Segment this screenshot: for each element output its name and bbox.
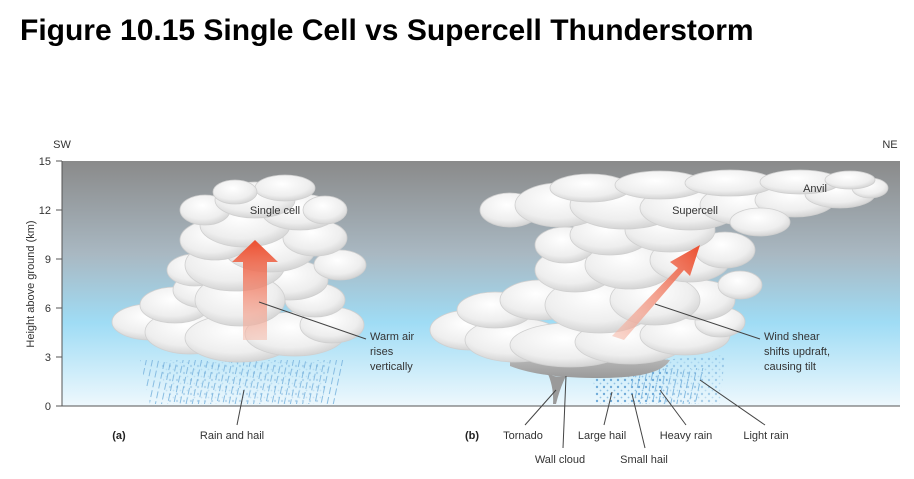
rain-and-hail-label: Rain and hail: [200, 430, 264, 442]
single-cell-cloud: [111, 174, 367, 363]
supercell-label: Supercell: [672, 205, 718, 217]
large-hail-leader: [603, 391, 613, 426]
warm-air-label-line-2: rises: [370, 346, 394, 358]
y-tick-0: 0: [45, 401, 51, 413]
wall-cloud-leader: [562, 375, 567, 449]
tornado-funnel: [548, 374, 566, 404]
anvil-label: Anvil: [803, 183, 827, 195]
heavy-rain-leader: [659, 389, 687, 426]
heavy-rain-label: Heavy rain: [660, 430, 713, 442]
light-rain-label: Light rain: [743, 430, 788, 442]
single-cell-label: Single cell: [250, 205, 300, 217]
direction-ne: NE: [882, 139, 897, 151]
supercell-cloud: [429, 169, 889, 368]
wind-shear-label-line-3: causing tilt: [764, 361, 816, 373]
light-rain-leader: [699, 379, 766, 426]
wind-shear-leader: [654, 303, 761, 340]
small-hail-label: Small hail: [620, 454, 668, 466]
supercell-updraft-arrow: [612, 245, 700, 340]
tornado-label: Tornado: [503, 430, 543, 442]
warm-air-label-line-3: vertically: [370, 361, 413, 373]
y-tick-9: 9: [45, 254, 51, 266]
y-tick-3: 3: [45, 352, 51, 364]
rain-hail-leader: [236, 389, 245, 426]
figure-title: Figure 10.15 Single Cell vs Supercell Th…: [20, 14, 754, 47]
warm-air-label-line-1: Warm air: [370, 331, 415, 343]
y-tick-12: 12: [39, 205, 51, 217]
y-tick-6: 6: [45, 303, 51, 315]
small-hail-leader: [631, 393, 646, 449]
warm-air-leader: [258, 301, 367, 340]
large-hail-label: Large hail: [578, 430, 626, 442]
panel-a-precipitation: [140, 360, 345, 404]
tornado-leader: [524, 389, 557, 426]
panel-a-letter: (a): [112, 430, 126, 442]
y-tick-15: 15: [39, 156, 51, 168]
y-axis-label: Height above ground (km): [25, 220, 37, 347]
wind-shear-label-line-2: shifts updraft,: [764, 346, 830, 358]
wall-cloud-label: Wall cloud: [535, 454, 585, 466]
single-cell-updraft-arrow: [232, 240, 278, 340]
y-axis-ticks: [56, 160, 62, 407]
panel-b-letter: (b): [465, 430, 479, 442]
direction-sw: SW: [53, 139, 71, 151]
wind-shear-label-line-1: Wind shear: [764, 331, 820, 343]
